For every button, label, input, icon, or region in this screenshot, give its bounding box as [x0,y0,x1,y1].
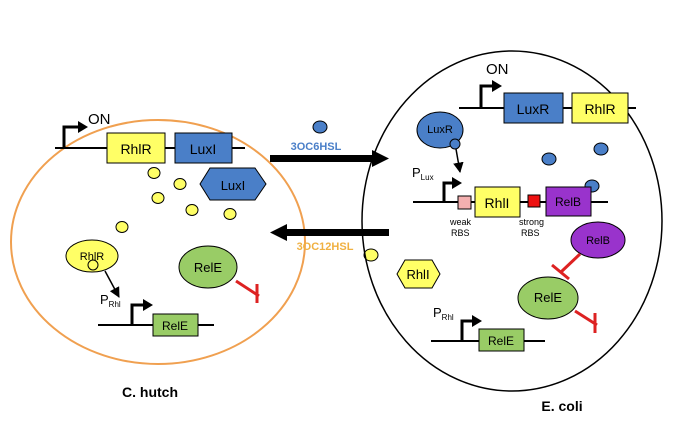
promoter-arrow-icon [442,181,454,202]
signal-dot [147,167,161,179]
e-coli-cell [361,50,663,392]
signal-dot [151,192,165,204]
c-hutch-cell [10,119,306,365]
gene-luxi [174,132,233,164]
inhibition-icon [551,252,582,281]
signal-3oc12hsl-label: 3OC12HSL [297,241,354,253]
c-hutch-label: C. hutch [122,384,178,400]
rele-protein-label: RelE [194,260,223,275]
rhlr-protein-label: RhlR [80,251,105,263]
gene-rele [152,313,199,337]
signal-dot [185,204,199,216]
luxi-protein-label: LuxI [221,178,246,193]
promoter-rhl-label: PRhl [433,305,454,322]
signal-3oc12hsl-molecule [363,248,379,262]
gene-relb-label: RelB [555,195,581,209]
relb-protein-label: RelB [586,235,610,247]
signal-dot [449,138,461,150]
e-coli-middle-construct: PLux RhlI RelB weak RBS strong RBS [412,165,608,238]
luxr-protein [416,111,464,149]
c-hutch-bottom-construct: PRhl RelE [98,292,214,337]
signal-3oc6hsl-label: 3OC6HSL [291,141,342,153]
promoter-lux-label: PLux [412,165,434,182]
promoter-arrow-icon [62,125,80,148]
gene-rhli-label: RhlI [485,195,510,211]
relb-protein [570,221,626,259]
gene-rhlr-label: RhlR [584,101,615,117]
e-coli-top-construct: ON LuxR RhlR [459,61,636,124]
gene-rele [478,328,525,352]
gene-rele-label: RelE [488,334,514,348]
arrow-to-ecoli [270,150,389,167]
signal-dot [87,259,99,271]
promoter-arrow-icon [130,303,145,325]
gene-luxr-label: LuxR [517,101,550,117]
on-label: ON [88,111,111,128]
promoter-arrow-icon [479,84,494,108]
luxi-protein [199,167,267,201]
gene-rhlr-label: RhlR [120,141,151,157]
rhlr-protein [65,239,119,273]
gene-rhlr [571,92,629,124]
signal-3oc6hsl-molecule [312,120,328,134]
activation-arrow [104,270,120,298]
rhli-protein-label: RhlI [406,267,429,282]
on-label: ON [486,61,509,78]
luxr-protein-label: LuxR [427,124,453,136]
inhibition-icon [574,309,598,333]
activation-arrow [453,148,464,174]
e-coli-label: E. coli [541,398,582,414]
rbs-weak [457,195,472,210]
rele-protein-label: RelE [534,290,563,305]
signal-dot [173,178,187,190]
rbs-strong [527,194,541,208]
gene-rhlr [106,132,166,164]
promoter-arrow-icon [460,319,474,341]
e-coli-signal-molecules [541,142,609,193]
signal-dot [541,152,557,166]
signal-dot [593,142,609,156]
signal-dot [223,208,237,220]
rele-protein [178,245,238,289]
inhibition-icon [235,279,260,303]
rbs-weak-label: weak RBS [449,217,474,238]
gene-rele-label: RelE [162,319,188,333]
e-coli-bottom-construct: PRhl RelE [431,305,545,352]
rhli-protein [396,259,441,289]
c-hutch-top-construct: ON RhlR LuxI [55,111,245,164]
gene-relb [545,186,592,217]
rele-protein [517,276,579,320]
signal-dot [115,221,129,233]
gene-luxr [503,92,564,124]
gene-rhli [474,186,521,218]
arrow-to-chutch [270,224,389,241]
rbs-strong-label: strong RBS [519,217,547,238]
promoter-rhl-label: PRhl [100,292,121,309]
gene-luxi-label: LuxI [190,141,216,157]
c-hutch-signal-molecules [115,167,237,233]
